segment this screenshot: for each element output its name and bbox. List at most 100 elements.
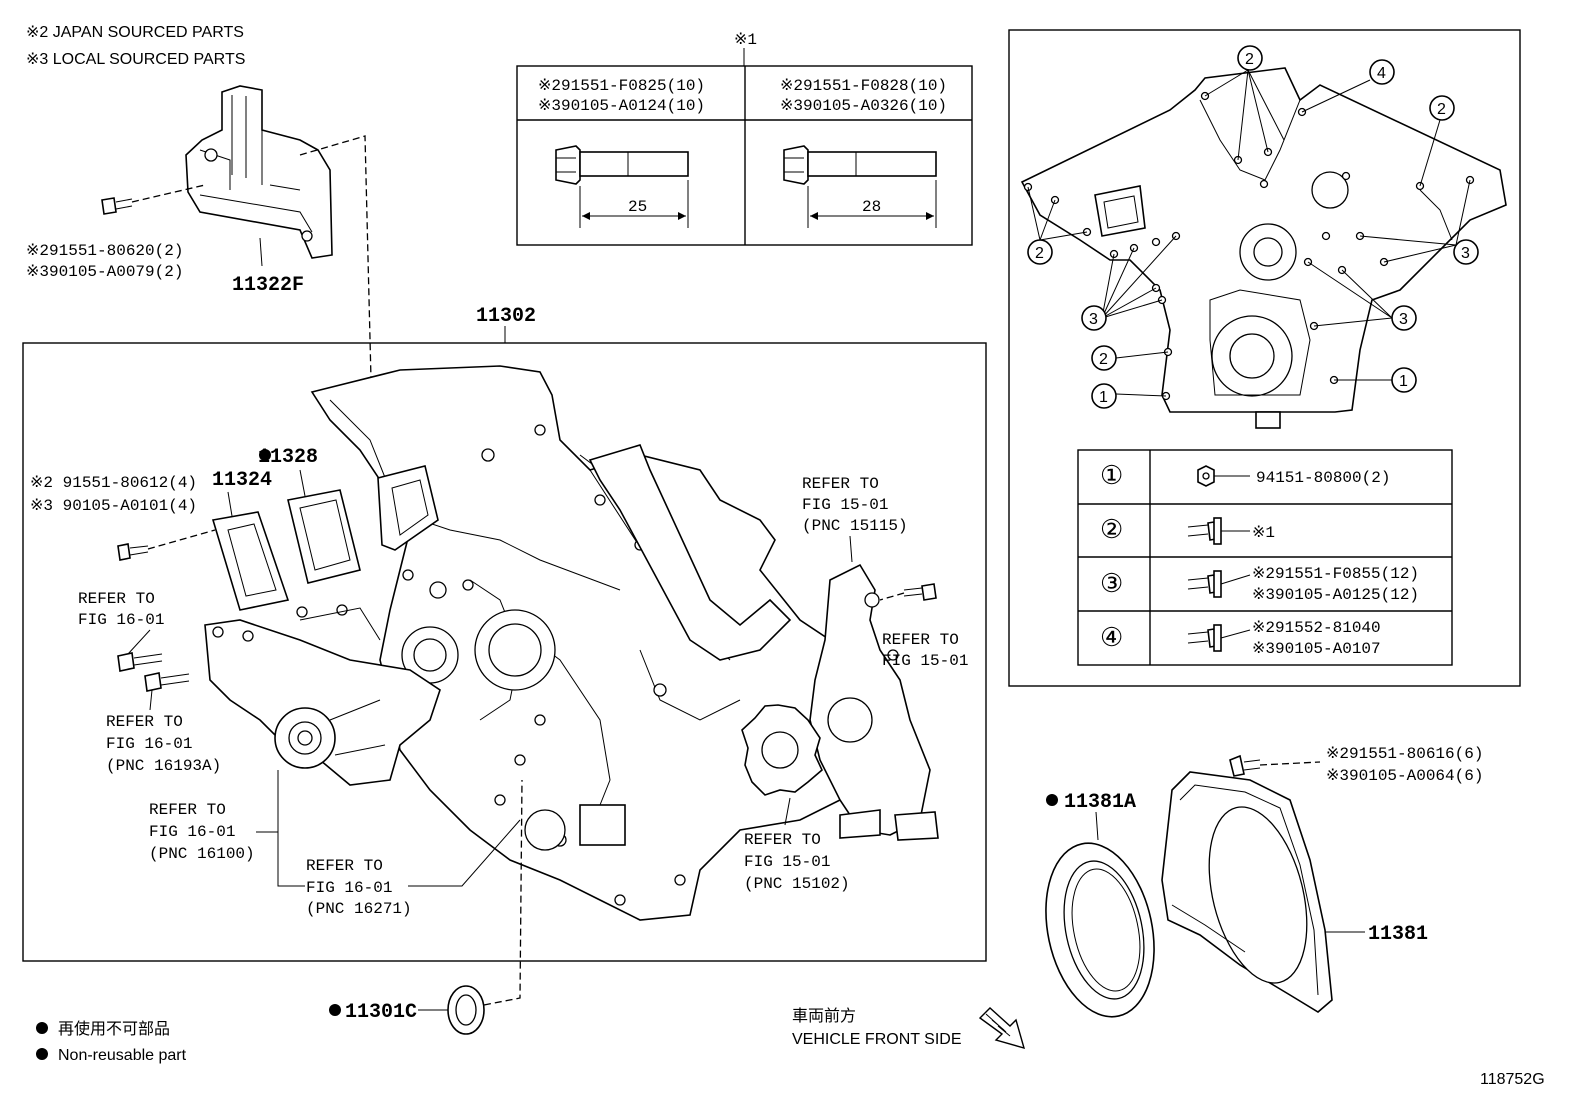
callout-1-left: 1 — [1099, 389, 1108, 406]
legend-local: ※3 LOCAL SOURCED PARTS — [26, 51, 245, 68]
front-arrow-icon — [978, 1007, 1026, 1050]
refer-16271-b: FIG 16-01 — [306, 879, 392, 897]
nonreusable-dot-11301c — [329, 1004, 341, 1016]
bolt-key-table — [1077, 449, 1453, 666]
inset-callouts: 2 4 2 2 3 3 3 2 1 1 — [1027, 45, 1479, 409]
refer-15102-a: REFER TO — [744, 831, 821, 849]
refer-16271-a: REFER TO — [306, 857, 383, 875]
gasket-11324 — [211, 511, 290, 611]
refer-15102-b: FIG 15-01 — [744, 853, 830, 871]
label-11328: 11328 — [258, 446, 318, 469]
bolt-table-right-local: ※390105-A0326(10) — [780, 97, 947, 115]
refer-15115-a: REFER TO — [802, 475, 879, 493]
key-row4-jp: ※291552-81040 — [1252, 619, 1381, 637]
legend-japan: ※2 JAPAN SOURCED PARTS — [26, 24, 244, 41]
bolt-icon-row3 — [1187, 570, 1222, 598]
inset-leaders — [1027, 69, 1471, 397]
seal-11301c — [447, 985, 485, 1035]
refer-16100-b: FIG 16-01 — [149, 823, 235, 841]
refer-15-01-right-a: REFER TO — [882, 631, 959, 649]
refer-15-01-right-b: FIG 15-01 — [882, 652, 968, 670]
bolt-length-25: 25 — [628, 198, 647, 216]
bolt-drawing-28 — [783, 145, 937, 228]
refer-16271-c: (PNC 16271) — [306, 900, 412, 918]
bolt-11322f-jp: ※291551-80620(2) — [26, 242, 183, 260]
legend-dot-en — [36, 1048, 48, 1060]
refer-15115-c: (PNC 15115) — [802, 517, 908, 535]
nonreusable-dot-11381a — [1046, 794, 1058, 806]
bolt-icon-row2 — [1187, 517, 1222, 545]
bolt-table-ref: ※1 — [734, 31, 757, 49]
retainer-11381 — [1161, 771, 1333, 1013]
legend-nonreusable-en: Non-reusable part — [58, 1047, 187, 1064]
callout-2-right: 2 — [1437, 101, 1446, 118]
callout-3-right: 3 — [1461, 245, 1470, 262]
refer-16-01-upper-b: FIG 16-01 — [78, 611, 164, 629]
bolt-location-box — [1008, 29, 1521, 687]
legend-dot-jp — [36, 1022, 48, 1034]
key-row2-part: ※1 — [1252, 524, 1275, 542]
label-11301c: 11301C — [345, 1001, 417, 1024]
figure-id: 118752G — [1480, 1071, 1545, 1088]
front-side-en: VEHICLE FRONT SIDE — [792, 1031, 962, 1048]
nut-icon — [1197, 465, 1215, 487]
bolt-water-pump-1 — [117, 652, 163, 672]
bolt-11324-local: ※3 90105-A0101(4) — [30, 497, 197, 515]
bolt-11381-local: ※390105-A0064(6) — [1326, 767, 1483, 785]
refer-16100-c: (PNC 16100) — [149, 845, 255, 863]
key-row4-local: ※390105-A0107 — [1252, 640, 1381, 658]
key-row2-num: ② — [1100, 514, 1123, 544]
callout-1-right: 1 — [1399, 373, 1408, 390]
bolt-table-left-jp: ※291551-F0825(10) — [538, 77, 705, 95]
bolt-icon-row4 — [1187, 624, 1222, 652]
oil-pump-rotor — [741, 704, 823, 796]
key-row3-jp: ※291551-F0855(12) — [1252, 565, 1419, 583]
bolt-11381 — [1229, 754, 1261, 777]
bolt-oil-pump — [903, 583, 937, 601]
label-11322f: 11322F — [232, 274, 304, 297]
key-row3-num: ③ — [1100, 568, 1123, 598]
key-row1-part: 94151-80800(2) — [1256, 469, 1390, 487]
timing-cover-11302 — [310, 365, 881, 921]
label-11381: 11381 — [1368, 923, 1428, 946]
bolt-11381-jp: ※291551-80616(6) — [1326, 745, 1483, 763]
water-pump — [204, 604, 441, 786]
callout-4: 4 — [1377, 65, 1386, 82]
label-11302: 11302 — [476, 305, 536, 328]
assembly-box-11302 — [22, 342, 987, 962]
nonreusable-dot-11328 — [259, 449, 271, 461]
callout-2-left: 2 — [1035, 245, 1044, 262]
bolt-11324 — [117, 543, 149, 561]
refer-16193a-b: FIG 16-01 — [106, 735, 192, 753]
key-row3-local: ※390105-A0125(12) — [1252, 586, 1419, 604]
refer-15115-b: FIG 15-01 — [802, 496, 888, 514]
key-row4-num: ④ — [1100, 622, 1123, 652]
bolt-drawing-25 — [555, 145, 689, 228]
bolt-length-28: 28 — [862, 198, 881, 216]
legend-nonreusable-jp: 再使用不可部品 — [58, 1020, 170, 1038]
front-side-jp: 車両前方 — [792, 1007, 856, 1025]
bolt-11322f-local: ※390105-A0079(2) — [26, 263, 183, 281]
refer-16-01-upper-a: REFER TO — [78, 590, 155, 608]
key-row1-num: ① — [1100, 460, 1123, 490]
bolt-water-pump-2 — [144, 672, 190, 692]
bolt-11324-jp: ※2 91551-80612(4) — [30, 474, 197, 492]
callout-2-lower: 2 — [1099, 351, 1108, 368]
bolt-table — [516, 65, 973, 246]
refer-16193a-a: REFER TO — [106, 713, 183, 731]
gasket-11328 — [287, 489, 361, 584]
callout-2-top: 2 — [1245, 51, 1254, 68]
bolt-11322f — [101, 197, 133, 215]
callout-3-left: 3 — [1089, 311, 1098, 328]
oil-pump — [809, 563, 939, 841]
label-11324: 11324 — [212, 469, 272, 492]
cover-outline-inset — [1020, 67, 1507, 429]
seal-11381a — [1045, 842, 1155, 1018]
bolt-table-right-jp: ※291551-F0828(10) — [780, 77, 947, 95]
refer-15102-c: (PNC 15102) — [744, 875, 850, 893]
label-11381a: 11381A — [1064, 791, 1136, 814]
refer-16100-a: REFER TO — [149, 801, 226, 819]
bolt-table-left-local: ※390105-A0124(10) — [538, 97, 705, 115]
bracket-11322f — [185, 85, 333, 259]
